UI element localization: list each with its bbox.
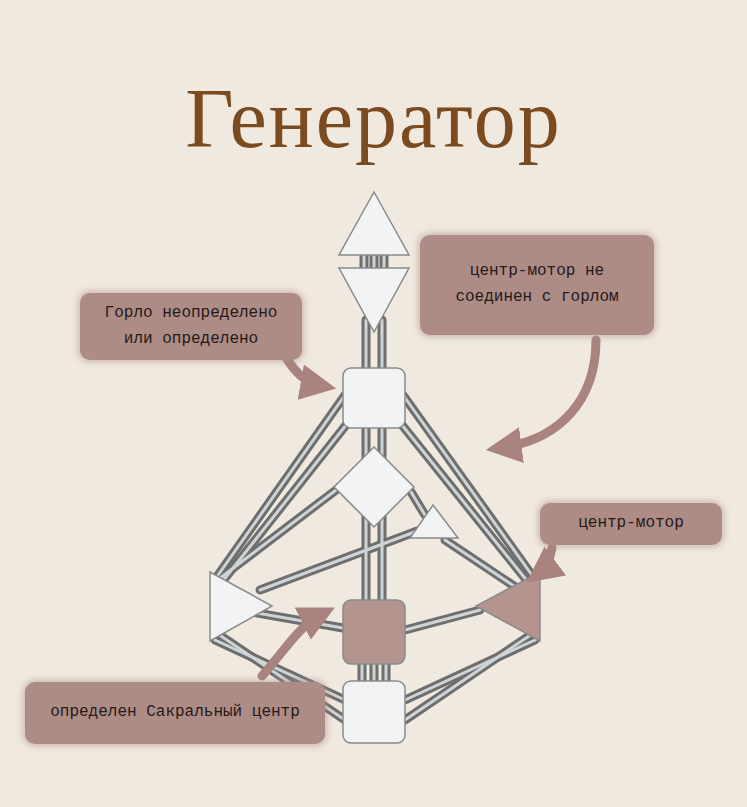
spleen-center — [210, 572, 272, 641]
leader-arrow — [262, 614, 322, 676]
callout-text: центр-мотор не соединен с горлом — [432, 259, 642, 310]
leader-arrow — [538, 548, 552, 574]
ajna-center — [339, 268, 409, 332]
callout-text: определен Сакральный центр — [50, 700, 300, 726]
throat-center — [343, 368, 405, 428]
leader-arrow — [500, 340, 596, 448]
title: Генератор — [0, 70, 747, 167]
sacral-center — [343, 600, 405, 664]
leader-arrow — [285, 356, 322, 386]
head-center — [339, 192, 409, 255]
g-center — [334, 447, 414, 527]
callout-text: Горло неопределено или определено — [92, 301, 290, 352]
heart-center — [410, 505, 458, 538]
callout-box: Горло неопределено или определено — [80, 293, 302, 360]
callout-box: определен Сакральный центр — [25, 682, 325, 744]
callout-text: центр-мотор — [578, 511, 684, 537]
root-center — [343, 681, 405, 743]
callout-box: центр-мотор не соединен с горлом — [420, 235, 654, 335]
solar-plexus-center — [476, 572, 540, 641]
callout-box: центр-мотор — [540, 503, 722, 545]
